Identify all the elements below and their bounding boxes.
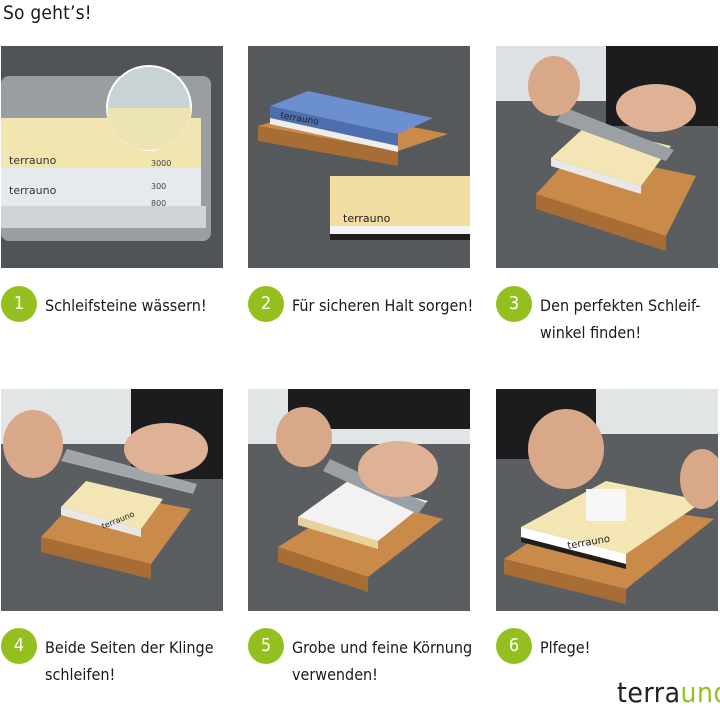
step-number-badge: 3: [496, 286, 532, 322]
step-caption: Beide Seiten der Klinge schleifen!: [45, 638, 214, 684]
brand-label-1: terrauno: [9, 154, 57, 167]
photo-coarse-fine-grit: [248, 389, 470, 611]
brand-label-2: terrauno: [9, 184, 57, 197]
grit-label-fine: 3000: [151, 159, 171, 168]
step-caption: Grobe und feine Körnung verwenden!: [292, 638, 473, 684]
step-number-badge: 4: [1, 628, 37, 664]
page-title: So geht’s!: [3, 2, 92, 24]
photo-care: terrauno: [496, 389, 718, 611]
step-number-badge: 6: [496, 628, 532, 664]
photo-secure-holder: terrauno terrauno: [248, 46, 470, 268]
logo-part-uno: uno: [680, 676, 720, 709]
step-caption: Den perfekten Schleif- winkel finden!: [540, 296, 701, 342]
grit-label-coarse: 800: [151, 199, 166, 208]
step-number-badge: 2: [248, 286, 284, 322]
photo-soak-stones: terrauno terrauno 3000 300 800: [1, 46, 223, 268]
photo-both-sides: terrauno: [1, 389, 223, 611]
brand-label-4: terrauno: [343, 212, 391, 225]
step-number-badge: 5: [248, 628, 284, 664]
step-caption: Für sicheren Halt sorgen!: [292, 296, 474, 315]
step-caption: Plfege!: [540, 638, 591, 657]
step-caption: Schleifsteine wässern!: [45, 296, 207, 315]
logo-part-terra: terra: [617, 676, 681, 709]
step-number-badge: 1: [1, 286, 37, 322]
brand-logo: terrauno: [617, 676, 720, 709]
photo-sharpening-angle: [496, 46, 718, 268]
grit-label-medium: 300: [151, 182, 166, 191]
